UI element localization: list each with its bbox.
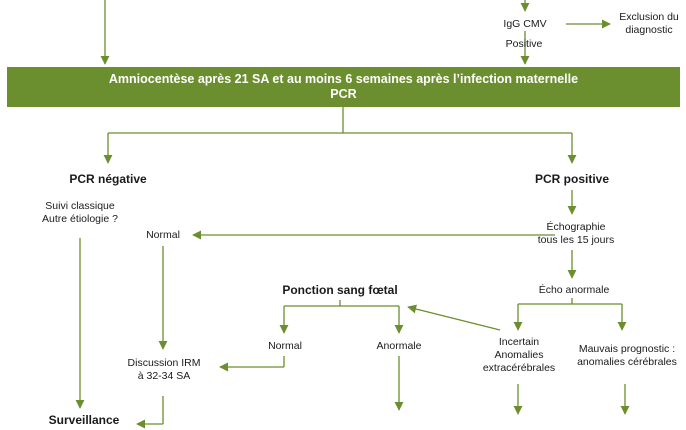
center-abnormal-label: Anormale: [376, 340, 422, 352]
followup-label: Suivi classique Autre étiologie ?: [42, 200, 118, 225]
igg-cmv-label: IgG CMV: [503, 18, 547, 30]
exclusion-diagnostic-label: Exclusion du diagnostic: [619, 11, 679, 36]
abnormal-echo-label: Écho anormale: [538, 284, 610, 296]
left-normal-label: Normal: [146, 229, 180, 241]
surveillance-label: Surveillance: [48, 413, 120, 427]
banner-line-2: PCR: [330, 87, 357, 101]
connector-uncertain-to-ponction: [407, 304, 501, 331]
ponction-heading: Ponction sang fœtal: [282, 283, 398, 297]
pcr-positive-heading: PCR positive: [534, 172, 609, 186]
positive-label: Positive: [505, 38, 543, 50]
echography-label: Échographie tous les 15 jours: [537, 221, 615, 246]
bad-prognosis-label: Mauvais prognostic : anomalies cérébrale…: [577, 343, 677, 368]
pcr-negative-heading: PCR négative: [69, 172, 147, 186]
amniocentesis-banner: Amniocentèse après 21 SA et au moins 6 s…: [7, 67, 680, 107]
center-normal-label: Normal: [268, 340, 302, 352]
discussion-irm-label: Discussion IRM à 32-34 SA: [127, 357, 201, 382]
uncertain-label: Incertain Anomalies extracérébrales: [482, 336, 556, 374]
banner-line-1: Amniocentèse après 21 SA et au moins 6 s…: [108, 72, 579, 86]
